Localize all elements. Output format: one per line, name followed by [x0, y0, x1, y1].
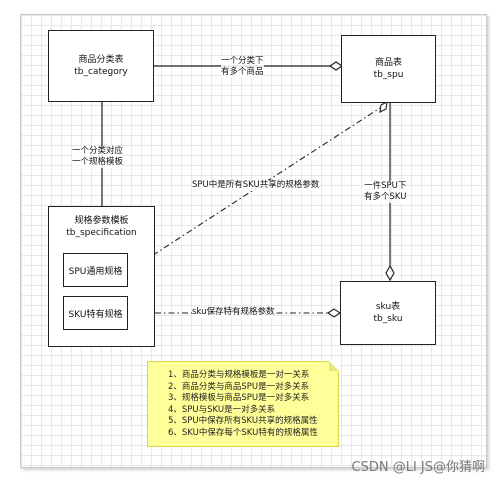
entity-specification-table: tb_specification [66, 228, 137, 238]
entity-sku: sku表 tb_sku [340, 281, 436, 345]
edge-skuspec-sku-diamond [327, 308, 341, 318]
edge-label-spu-sku-line2: 有多个SKU [364, 192, 407, 202]
entity-spu: 商品表 tb_spu [341, 35, 436, 103]
edge-label-spec-spu-shared: SPU中是所有SKU共享的规格参数 [192, 180, 320, 191]
sticky-note: 1、商品分类与规格模板是一对一关系 2、商品分类与商品SPU是一对多关系 3、规… [147, 361, 339, 447]
entity-sku-name: sku表 [375, 302, 401, 312]
sub-box-sku-spec-label: SKU特有规格 [68, 309, 123, 320]
edge-label-spec-sku-unique-text: sku保存特有规格参数 [192, 307, 275, 317]
entity-category-table: tb_category [74, 67, 128, 77]
entity-spu-table: tb_spu [373, 70, 404, 80]
entity-spu-name: 商品表 [374, 58, 402, 68]
entity-category: 商品分类表 tb_category [48, 30, 154, 102]
sticky-note-fold [329, 361, 339, 371]
note-line: 2、商品分类与商品SPU是一对多关系 [168, 381, 310, 392]
edge-spuspec-spu-diamond [379, 101, 388, 113]
note-line: 4、SPU与SKU是一对多关系 [168, 404, 276, 415]
entity-sku-table: tb_sku [373, 314, 403, 324]
edge-label-category-spec: 一个分类对应 一个规格模板 [72, 146, 124, 168]
note-line: 5、SPU中保存所有SKU共享的规格属性 [168, 416, 318, 426]
edge-label-category-spu: 一个分类下 有多个商品 [221, 56, 264, 78]
edge-label-spec-spu-shared-text: SPU中是所有SKU共享的规格参数 [192, 180, 320, 190]
sub-box-sku-spec: SKU特有规格 [63, 296, 128, 330]
edge-label-spu-sku-line1: 一件SPU下 [364, 181, 407, 191]
edge-label-category-spec-line2: 一个规格模板 [72, 157, 124, 167]
entity-category-name: 商品分类表 [78, 55, 124, 65]
edge-label-spu-sku: 一件SPU下 有多个SKU [364, 181, 407, 203]
entity-specification-name: 规格参数模板 [74, 216, 129, 226]
edge-label-spec-sku-unique: sku保存特有规格参数 [192, 307, 275, 318]
edge-label-category-spu-line1: 一个分类下 [221, 56, 264, 66]
edge-label-category-spu-line2: 有多个商品 [221, 67, 264, 77]
note-line: 6、SKU中保存每个SKU特有的规格属性 [168, 427, 318, 438]
sub-box-spu-spec-label: SPU通用规格 [68, 266, 123, 277]
sub-box-spu-spec: SPU通用规格 [63, 253, 128, 287]
note-line: 1、商品分类与规格模板是一对一关系 [168, 370, 310, 380]
note-line: 3、规格模板与商品SPU是一对多关系 [168, 393, 310, 403]
edge-spu-sku-diamond [385, 264, 395, 282]
watermark: CSDN @LI JS@你猜啊 [351, 460, 486, 475]
edge-label-category-spec-line1: 一个分类对应 [72, 146, 124, 156]
